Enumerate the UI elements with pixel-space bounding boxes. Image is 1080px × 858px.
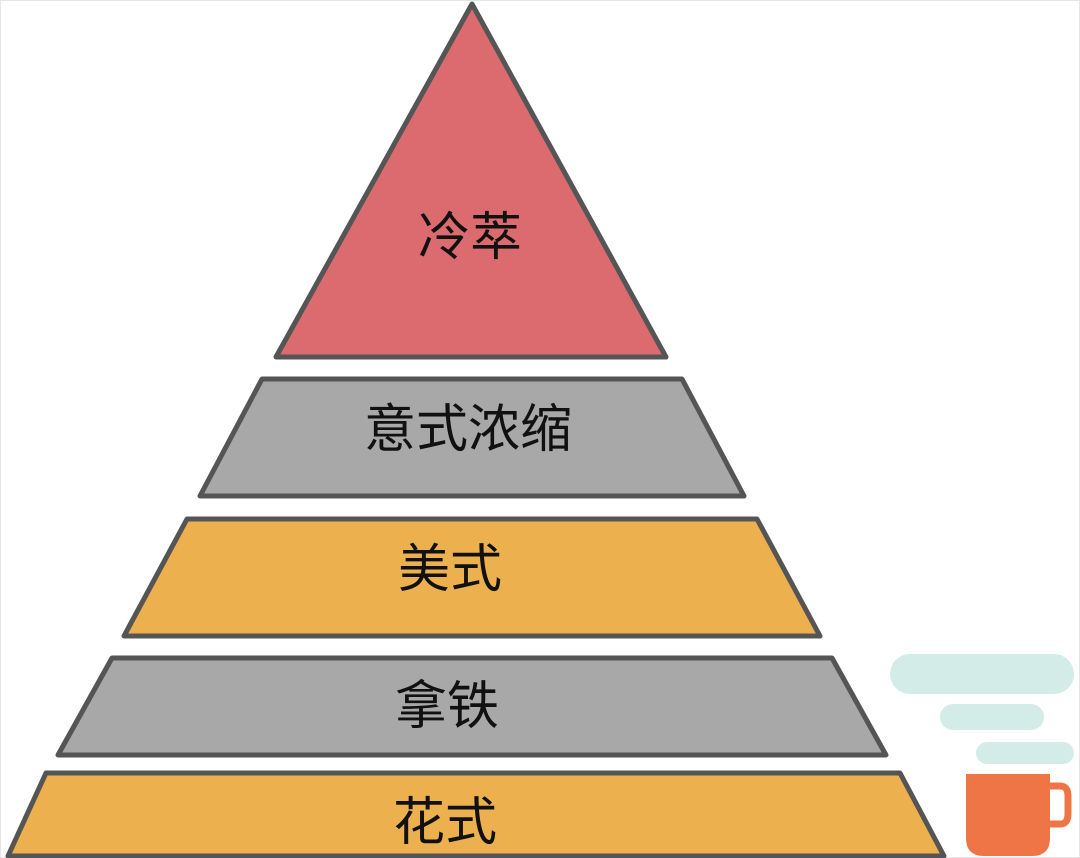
tier-3-label: 美式 [398, 540, 502, 600]
pyramid-tier-1: 冷萃 [273, 1, 669, 360]
cup-body [966, 774, 1050, 856]
tier-1-shape [273, 1, 669, 360]
steam-line-3 [976, 742, 1074, 764]
tier-2-label: 意式浓缩 [364, 400, 572, 460]
cup-handle [1048, 782, 1072, 828]
pyramid-tier-2: 意式浓缩 [197, 376, 747, 499]
coffee-cup-icon [966, 774, 1072, 856]
pyramid-tier-3: 美式 [121, 516, 823, 639]
steam-icon [890, 654, 1074, 764]
tier-5-label: 花式 [393, 793, 497, 853]
tier-1-label: 冷萃 [418, 208, 522, 268]
tier-2-shape [197, 376, 747, 499]
pyramid-tier-5: 花式 [5, 770, 947, 858]
tier-4-shape [55, 655, 889, 758]
pyramid-tier-4: 拿铁 [55, 655, 889, 758]
tier-5-shape [5, 770, 947, 858]
tier-4-label: 拿铁 [395, 677, 499, 737]
steam-line-1 [890, 654, 1074, 694]
tier-3-shape [121, 516, 823, 639]
steam-line-2 [940, 704, 1044, 730]
